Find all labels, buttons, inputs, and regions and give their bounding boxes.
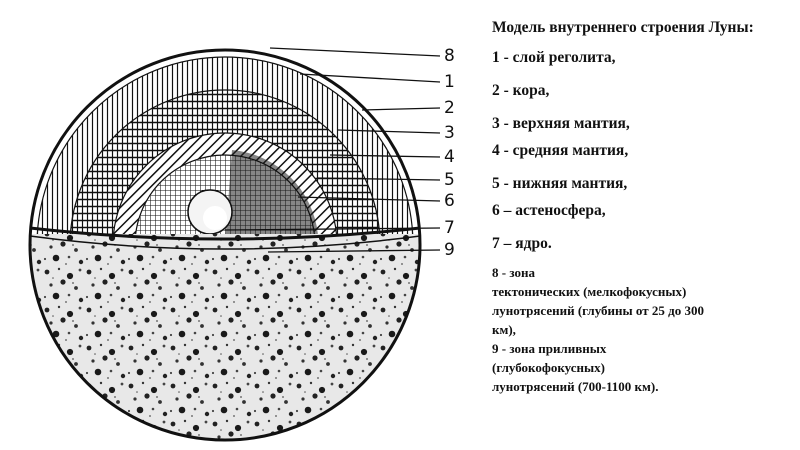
legend-note-line-5: 9 - зона приливных [492, 341, 607, 356]
legend-note-line-4: км), [492, 322, 516, 337]
legend-note-line-6: (глубокофокусных) [492, 360, 605, 375]
callout-6: 6 [444, 191, 455, 211]
callout-9: 9 [444, 240, 455, 260]
legend-item-4: 4 - средняя мантия, [492, 142, 629, 159]
leader-lines [224, 47, 441, 253]
outline [28, 48, 422, 442]
legend-item-1: 1 - слой реголита, [492, 49, 616, 66]
legend-item-2: 2 - кора, [492, 82, 550, 99]
callout-7: 7 [444, 218, 455, 238]
callout-4: 4 [444, 147, 455, 167]
zone-9-lower-hemisphere [30, 234, 420, 440]
legend: Модель внутреннего строения Луны: 1 - сл… [492, 16, 792, 395]
legend-note-line-3: лунотрясений (глубины от 25 до 300 [492, 303, 704, 318]
callout-3: 3 [444, 123, 455, 143]
legend-note-line-1: 8 - зона [492, 265, 535, 280]
callout-1: 1 [444, 72, 455, 92]
legend-note-line-7: лунотрясений (700-1100 км). [492, 379, 659, 394]
legend-item-5: 5 - нижняя мантия, [492, 175, 628, 192]
legend-item-6: 6 – астеносфера, [492, 202, 606, 219]
legend-item-3: 3 - верхняя мантия, [492, 115, 630, 132]
cutaway-wedge [225, 150, 318, 234]
callout-labels: 8 1 2 3 4 5 6 7 9 [444, 46, 455, 260]
moon-structure-diagram: 8 1 2 3 4 5 6 7 9 [28, 46, 455, 442]
legend-note-line-2: тектонических (мелкофокусных) [492, 284, 687, 299]
legend-title: Модель внутреннего строения Луны: [492, 19, 754, 36]
callout-2: 2 [444, 98, 455, 118]
callout-5: 5 [444, 170, 455, 190]
equator-line [29, 226, 421, 241]
legend-item-7: 7 – ядро. [492, 235, 552, 252]
callout-8: 8 [444, 46, 455, 66]
